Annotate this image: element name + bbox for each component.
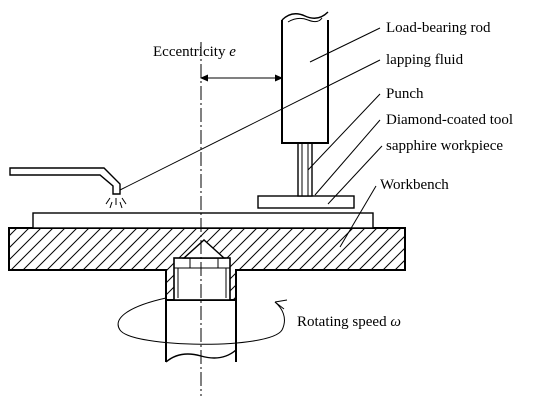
hatch-line xyxy=(0,225,8,305)
spindle-shaft xyxy=(165,239,237,363)
hatch-line xyxy=(444,225,524,305)
workbench-hatching xyxy=(0,225,550,305)
hatch-line xyxy=(95,228,177,300)
hatch-line xyxy=(383,228,405,300)
hatch-line xyxy=(420,225,500,305)
diamond-coated-tool-label: Diamond-coated tool xyxy=(386,112,513,128)
hatch-line xyxy=(311,228,393,300)
hatch-line xyxy=(251,228,333,300)
hatch-line xyxy=(9,228,57,300)
hatch-line xyxy=(432,225,512,305)
hatch-line xyxy=(371,228,405,300)
workbench-body xyxy=(0,225,550,305)
hatch-line xyxy=(71,228,153,300)
hatch-line xyxy=(47,228,129,300)
hatch-line xyxy=(347,228,405,300)
rotation-arrow xyxy=(117,297,288,345)
leader-lines xyxy=(119,27,383,248)
hatch-line xyxy=(480,225,550,305)
lapping-fluid-nozzle xyxy=(9,167,127,209)
hatch-line xyxy=(239,228,321,300)
hatch-line xyxy=(263,228,345,300)
hatch-line xyxy=(395,228,405,300)
hatch-line xyxy=(9,228,69,300)
hatch-line xyxy=(408,225,488,305)
sapphire-workpiece xyxy=(257,195,355,209)
hatch-line xyxy=(59,228,141,300)
punch-label: Punch xyxy=(386,86,424,102)
punch xyxy=(297,142,313,197)
hatch-line xyxy=(504,225,550,305)
sapphire-workpiece-label: sapphire workpiece xyxy=(386,138,503,154)
rotating-speed-label: Rotating speed ω xyxy=(297,314,401,330)
hatch-line xyxy=(9,228,33,300)
hatch-line xyxy=(359,228,405,300)
workbench-plate xyxy=(32,212,374,229)
hatch-line xyxy=(468,225,548,305)
hatch-line xyxy=(275,228,357,300)
hatch-line xyxy=(492,225,550,305)
hatch-line xyxy=(299,228,381,300)
hatch-line xyxy=(323,228,405,300)
hatch-line xyxy=(23,228,105,300)
hatch-line xyxy=(9,228,81,300)
workbench-label: Workbench xyxy=(380,177,449,193)
hatch-line xyxy=(35,228,117,300)
hatch-line xyxy=(287,228,369,300)
hatch-line xyxy=(516,225,550,305)
eccentricity-label: Eccentricity e xyxy=(153,44,236,60)
hatch-line xyxy=(9,228,45,300)
load-bearing-rod xyxy=(281,11,329,144)
load-bearing-rod-label: Load-bearing rod xyxy=(386,20,491,36)
hatch-line xyxy=(11,228,93,300)
lapping-fluid-label: lapping fluid xyxy=(386,52,464,68)
hatch-line xyxy=(83,228,165,300)
hatch-line xyxy=(456,225,536,305)
hatch-line xyxy=(227,228,309,300)
